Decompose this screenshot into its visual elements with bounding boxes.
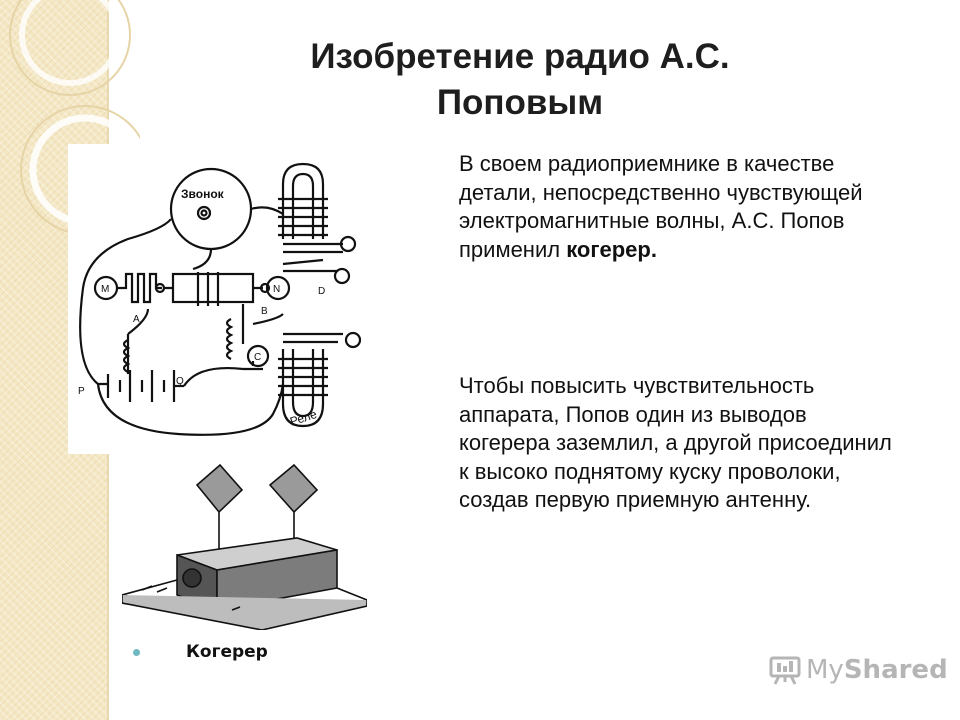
title-line-2: Поповым (436, 83, 604, 122)
watermark-suffix: Shared (843, 655, 948, 685)
paragraph-coherer-usage: В своем радиоприемнике в качестве детали… (459, 150, 899, 264)
label-a: A (133, 314, 140, 325)
label-b: B (261, 306, 268, 317)
coherer-caption: Когерер (133, 642, 268, 662)
label-q: Q (176, 376, 184, 387)
presentation-board-icon (769, 656, 801, 685)
label-c: C (254, 352, 261, 363)
bullet-icon (133, 648, 140, 656)
label-m: M (101, 284, 109, 295)
bell-knob (196, 205, 212, 221)
paragraph-1-bold-term: когерер. (566, 236, 657, 262)
paragraph-antenna: Чтобы повысить чувствительность аппарата… (459, 373, 892, 512)
label-p: P (78, 386, 85, 397)
coherer-illustration (122, 463, 367, 630)
label-n: N (273, 284, 280, 295)
bell-circle (169, 167, 253, 251)
bell-label: Звонок (181, 187, 225, 201)
watermark-prefix: My (806, 655, 844, 685)
slide-title: Изобретение радио А.С. Поповым (180, 34, 860, 126)
receiver-schematic: Звонок Реле M N D A B C P Q (68, 144, 369, 454)
caption-text: Когерер (186, 642, 268, 662)
paragraph-1-text: В своем радиоприемнике в качестве детали… (459, 151, 863, 262)
label-d: D (318, 286, 325, 297)
title-line-1: Изобретение радио А.С. (310, 37, 730, 76)
